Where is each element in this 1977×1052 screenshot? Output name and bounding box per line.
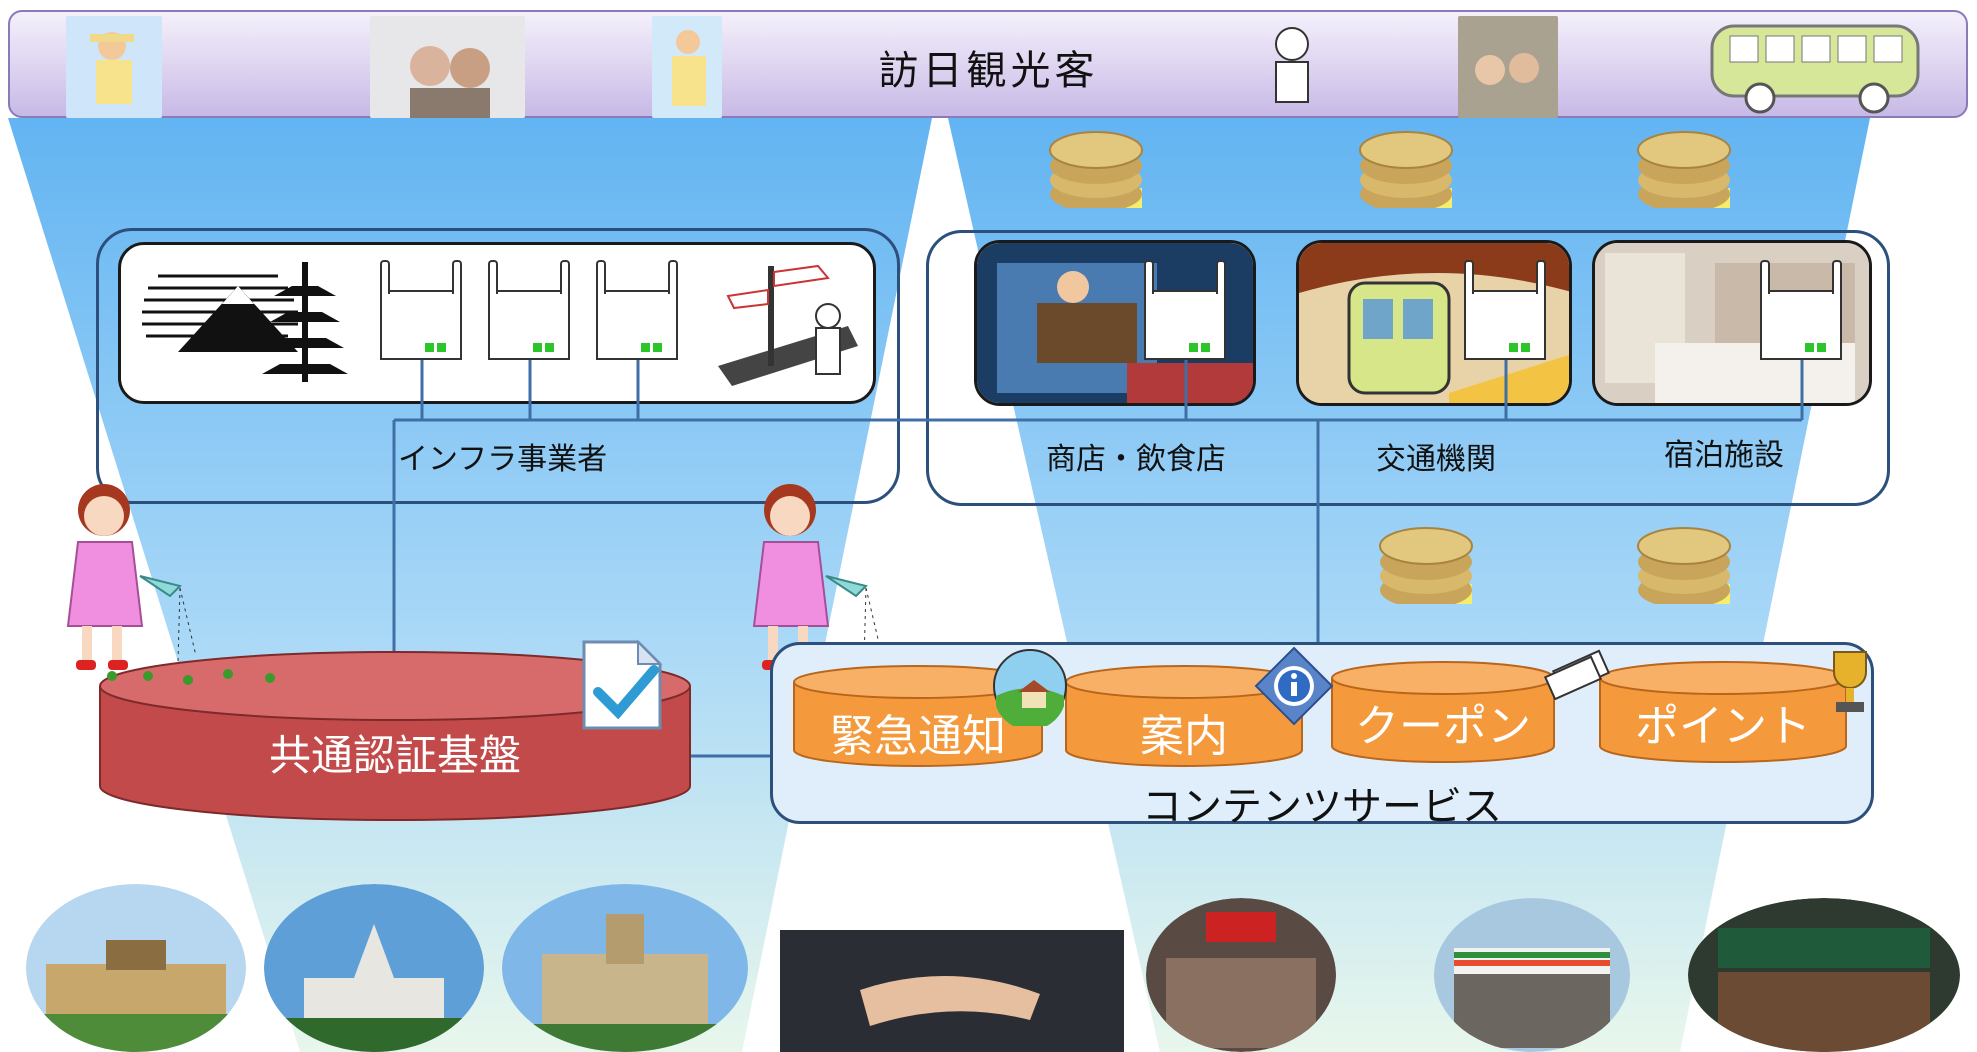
platform-label: 共通認証基盤 — [268, 731, 521, 780]
wifi-router-icon — [1464, 260, 1546, 360]
coins-icon — [1379, 527, 1473, 604]
content-item-emergency[interactable]: 緊急通知 — [830, 711, 1006, 762]
infra-group — [96, 228, 900, 504]
wifi-router-icon — [488, 260, 570, 360]
wifi-router-icon — [1144, 260, 1226, 360]
content-item-guide[interactable]: 案内 — [1140, 711, 1228, 762]
lodging-inner-box — [1592, 240, 1872, 406]
tourist-map-icon — [1275, 27, 1309, 103]
coupon-cylinder — [1331, 661, 1555, 763]
tourist-banner — [8, 10, 1968, 118]
tour-bus-icon — [1710, 24, 1920, 114]
coins-icon — [1359, 131, 1453, 208]
point-cylinder — [1599, 661, 1847, 763]
document-check-icon — [582, 639, 663, 730]
mount-fuji-pagoda-icon — [142, 262, 348, 382]
content-service-label: コンテンツサービス — [1142, 784, 1502, 830]
banner-title: 訪日観光客 — [878, 48, 1099, 94]
business-group — [926, 230, 1890, 506]
wifi-router-icon — [1760, 260, 1842, 360]
convenience-store-photo — [1434, 898, 1630, 1052]
diet-building-photo — [264, 884, 484, 1052]
house-landscape-icon — [993, 649, 1067, 726]
emergency-cylinder — [793, 665, 1043, 767]
tourist-photo-icon — [370, 16, 525, 118]
city-hall-photo — [502, 884, 748, 1052]
lodging-label: 宿泊施設 — [1664, 438, 1784, 473]
starbucks-cafe-photo — [1688, 898, 1960, 1052]
tourist-binocular-icon — [652, 16, 722, 118]
tourist-camera-icon — [66, 16, 162, 118]
coins-icon — [1637, 131, 1731, 208]
shops-label: 商店・飲食店 — [1046, 442, 1226, 477]
wifi-router-icon — [380, 260, 462, 360]
guide-cylinder — [1065, 665, 1303, 767]
government-building-photo — [26, 884, 246, 1052]
tourist-group-photo-icon — [1458, 16, 1558, 118]
content-item-coupon[interactable]: クーポン — [1355, 701, 1531, 752]
coupon-tickets-icon — [1543, 649, 1611, 700]
shopping-arcade-photo — [1146, 898, 1336, 1052]
hotel-room-icon — [1595, 243, 1869, 403]
handshake-photo — [780, 930, 1124, 1052]
coins-icon — [1049, 131, 1143, 208]
girl-watering-icon — [66, 484, 197, 670]
signpost-traveler-icon — [718, 264, 858, 386]
infra-label: インフラ事業者 — [398, 442, 608, 477]
info-icon — [1254, 646, 1334, 726]
platform-cylinder — [99, 651, 691, 821]
content-item-point[interactable]: ポイント — [1635, 701, 1811, 752]
transport-label: 交通機関 — [1376, 442, 1496, 477]
trophy-icon — [1833, 651, 1867, 712]
coins-icon — [1637, 527, 1731, 604]
wifi-router-icon — [596, 260, 678, 360]
